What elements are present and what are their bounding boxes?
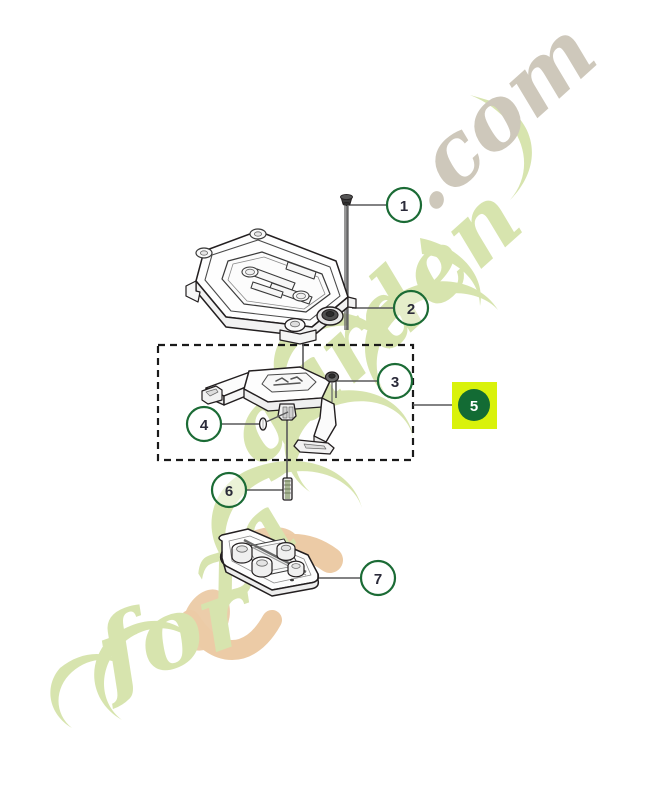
callout-label-4: 4: [200, 417, 209, 434]
callout-label-1: 1: [400, 198, 408, 215]
callout-badge-7[interactable]: 7: [359, 559, 397, 597]
highlight-circle: [458, 389, 490, 421]
callout-badge-2[interactable]: 2: [392, 289, 430, 327]
part-pin-fastener: [258, 411, 289, 431]
callout-badges: 1 2 3 4 5: [185, 186, 497, 597]
part-spring-bush: [282, 477, 293, 501]
callout-badge-6[interactable]: 6: [210, 471, 248, 509]
callout-label-2: 2: [407, 301, 415, 318]
part-engine-cover: [185, 228, 357, 345]
callout-badge-1[interactable]: 1: [385, 186, 423, 224]
pin-leader: [265, 411, 289, 423]
callout-label-5: 5: [470, 398, 478, 415]
part-base-plate: [218, 528, 320, 597]
part-long-bolt: [340, 193, 353, 330]
callout-label-7: 7: [374, 571, 382, 588]
watermark-layer: .com garden for za: [50, 1, 615, 728]
callout-badge-3[interactable]: 3: [376, 362, 414, 400]
callout-label-6: 6: [225, 483, 233, 500]
assembly-group-dashed-box: [156, 343, 415, 462]
callout-label-3: 3: [391, 374, 399, 391]
part-handle-bracket: [201, 366, 340, 455]
callout-badge-4[interactable]: 4: [185, 405, 223, 443]
callout-badge-5-highlighted[interactable]: 5: [452, 382, 497, 429]
